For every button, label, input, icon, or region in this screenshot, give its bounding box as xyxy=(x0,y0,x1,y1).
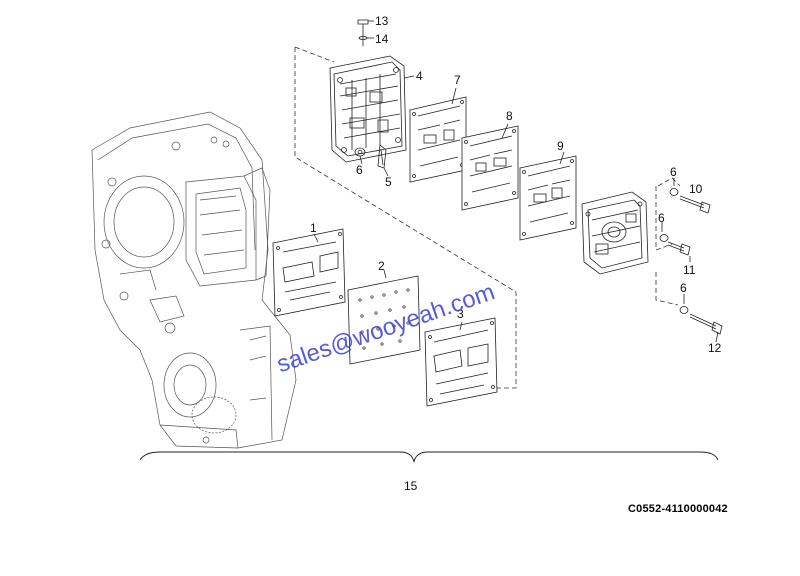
callout-8: 8 xyxy=(506,109,513,123)
callout-4: 4 xyxy=(416,69,423,83)
separator-plate-7 xyxy=(409,96,467,183)
callout-12: 12 xyxy=(708,341,722,355)
callout-13: 13 xyxy=(375,14,389,28)
valve-body-upper xyxy=(329,55,407,163)
callout-5: 5 xyxy=(385,175,392,189)
callout-9: 9 xyxy=(557,139,564,153)
callout-10: 10 xyxy=(689,182,703,196)
callout-11: 11 xyxy=(683,263,696,277)
callout-6-upper: 6 xyxy=(356,163,363,177)
bolt-12 xyxy=(679,306,723,335)
drawing-code: C0552-4110000042 xyxy=(628,503,728,515)
gasket-3 xyxy=(424,317,498,407)
callout-1: 1 xyxy=(310,221,317,235)
separator-plate-2 xyxy=(347,275,421,365)
gasket-1 xyxy=(272,228,346,317)
screw-13 xyxy=(357,19,369,46)
bolt-11 xyxy=(659,234,691,256)
callout-14: 14 xyxy=(375,32,389,46)
separator-plate-8 xyxy=(461,125,519,211)
callout-2: 2 xyxy=(378,259,385,273)
assembly-bracket xyxy=(139,451,719,463)
callout-3: 3 xyxy=(457,307,464,321)
callout-15: 15 xyxy=(404,479,418,493)
callout-7: 7 xyxy=(454,73,461,87)
valve-body-lower xyxy=(581,191,649,275)
bolt-10 xyxy=(669,188,711,214)
assembly-envelope xyxy=(294,46,681,389)
callout-6-right-bottom: 6 xyxy=(680,281,687,295)
leader-lines xyxy=(313,20,719,343)
separator-plate-9 xyxy=(519,155,577,241)
transmission-housing xyxy=(91,111,297,449)
callout-6-right-middle: 6 xyxy=(658,211,665,225)
callout-6-right-top: 6 xyxy=(670,165,677,179)
